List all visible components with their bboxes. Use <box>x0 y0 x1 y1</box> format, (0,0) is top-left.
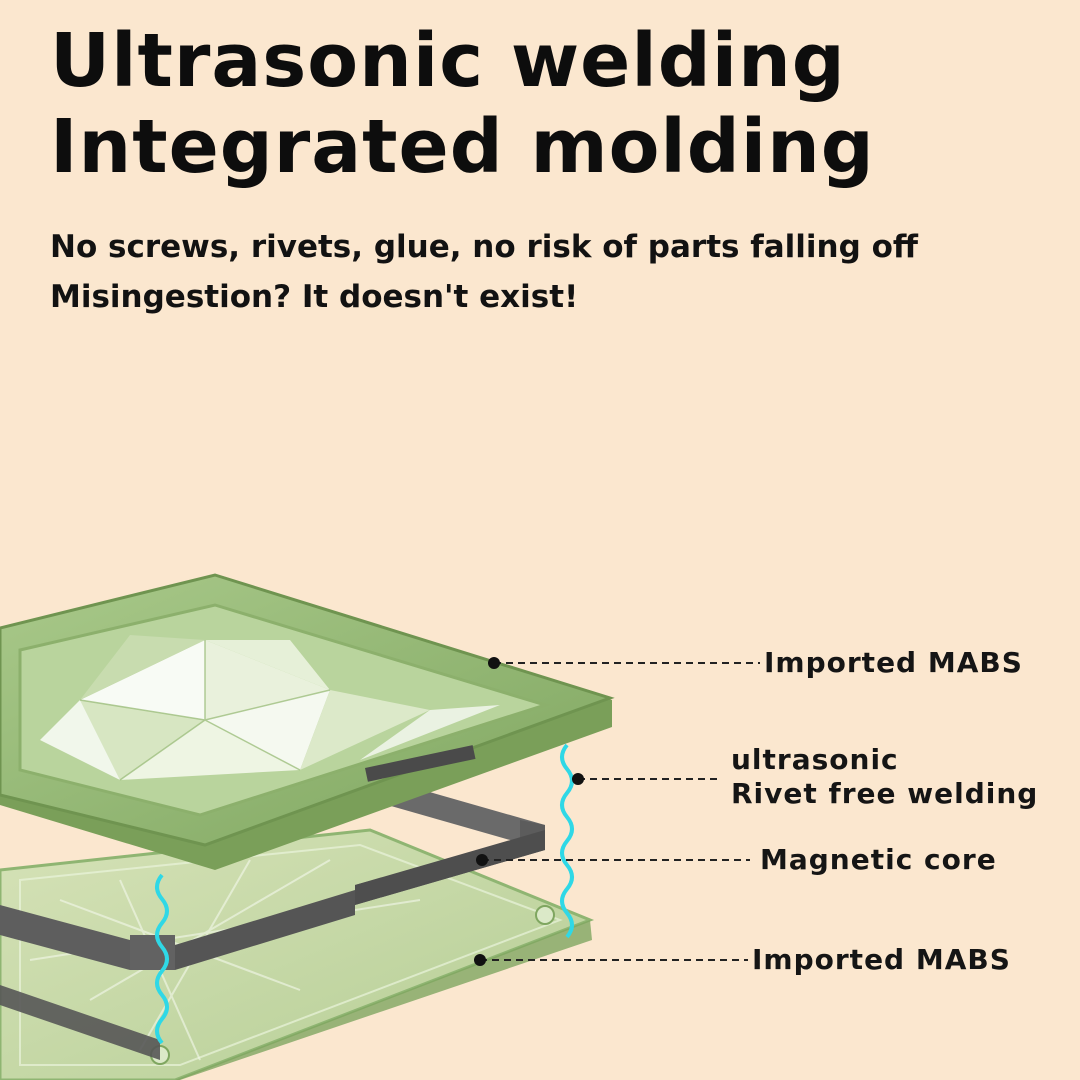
top-plate <box>0 573 615 870</box>
weld-wave-left <box>155 873 169 1045</box>
label-weld-line-1: ultrasonic <box>731 743 899 776</box>
page-title: Ultrasonic welding Integrated molding <box>50 18 875 190</box>
subtitle-line-2: Misingestion? It doesn't exist! <box>50 279 579 315</box>
page-subtitle: No screws, rivets, glue, no risk of part… <box>50 222 918 322</box>
subtitle-line-1: No screws, rivets, glue, no risk of part… <box>50 229 919 265</box>
title-line-2: Integrated molding <box>50 104 875 190</box>
diamond-facet-pattern <box>40 635 500 781</box>
label-magnetic-core: Magnetic core <box>760 843 997 876</box>
label-weld-line-2: Rivet free welding <box>731 777 1039 810</box>
title-line-1: Ultrasonic welding <box>50 18 846 104</box>
label-top-layer: Imported MABS <box>764 646 1023 679</box>
bottom-plate <box>0 828 595 1080</box>
label-ultrasonic-weld: ultrasonic Rivet free welding <box>731 743 1038 811</box>
label-bottom-layer: Imported MABS <box>752 943 1011 976</box>
callout-dots <box>474 657 584 966</box>
weld-wave-right <box>560 743 574 939</box>
callout-leaders <box>480 662 760 961</box>
